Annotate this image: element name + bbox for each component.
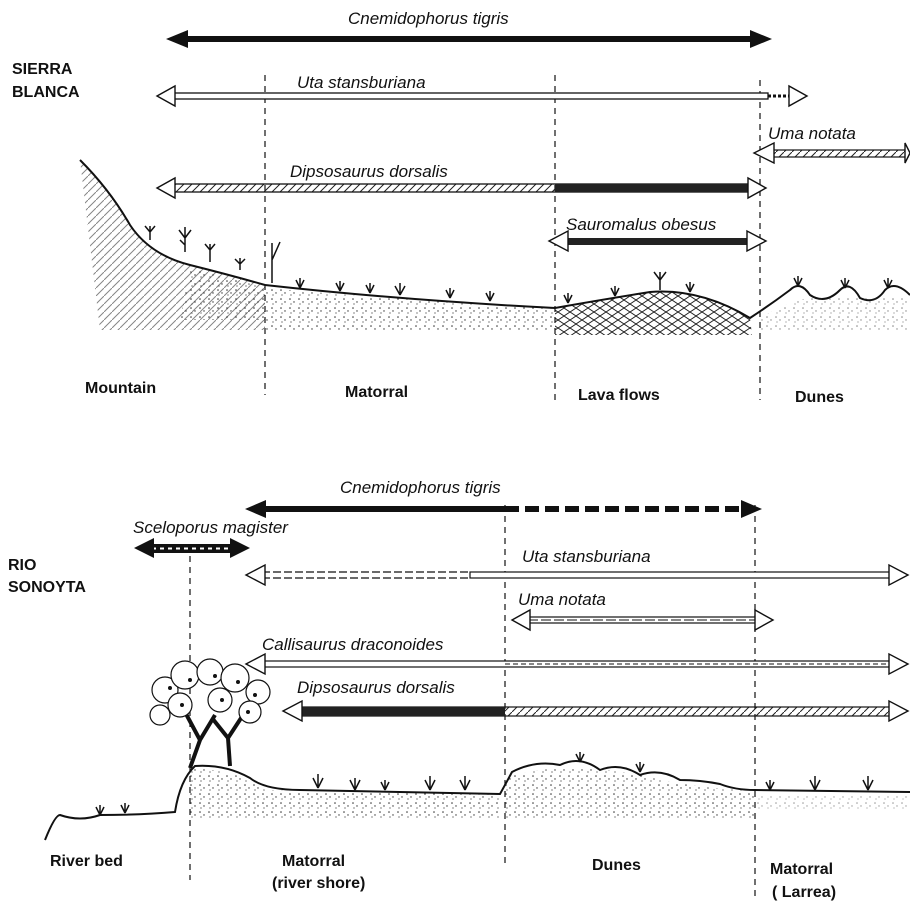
species-label: Sceloporus magister <box>133 518 289 537</box>
range-bar-uta-stansburiana <box>157 86 807 106</box>
species-label: Uta stansburiana <box>297 73 426 92</box>
range-bar-cnemidophorus-tigris <box>245 500 762 518</box>
habitat-label: Matorral <box>345 384 408 401</box>
range-bar-sauromalus-obesus <box>549 231 766 251</box>
species-label: Dipsosaurus dorsalis <box>297 678 455 697</box>
species-label: Cnemidophorus tigris <box>340 478 501 497</box>
habitat-label: Dunes <box>795 389 844 406</box>
habitat-label: ( Larrea) <box>772 884 836 901</box>
habitat-label: River bed <box>50 853 123 870</box>
habitat-label: Matorral <box>770 861 833 878</box>
tree-icon <box>150 659 270 768</box>
range-bar-dipsosaurus-dorsalis <box>283 701 908 721</box>
species-label: Uma notata <box>768 124 856 143</box>
range-bar-uma-notata <box>754 143 910 163</box>
species-label: Uta stansburiana <box>522 547 651 566</box>
rio-sonoyta-panel: RIO SONOYTA Cnemidophorus tigris Scelopo… <box>8 478 910 901</box>
species-label: Sauromalus obesus <box>566 215 717 234</box>
habitat-label: Matorral <box>282 853 345 870</box>
sierra-blanca-panel: SIERRA BLANCA Cnemidophorus tigris Uta s… <box>12 9 910 406</box>
habitat-dividers <box>265 75 760 400</box>
range-bar-uma-notata <box>512 610 773 630</box>
range-bar-sceloporus-magister <box>134 538 250 558</box>
site-label-line2: BLANCA <box>12 84 80 101</box>
species-label: Dipsosaurus dorsalis <box>290 162 448 181</box>
habitat-label: Dunes <box>592 857 641 874</box>
range-bar-callisaurus-draconoides <box>246 654 908 674</box>
habitat-label: Mountain <box>85 380 156 397</box>
species-label: Uma notata <box>518 590 606 609</box>
range-bar-cnemidophorus-tigris <box>166 30 772 48</box>
site-label-line1: SIERRA <box>12 61 73 78</box>
range-bar-uta-stansburiana <box>246 565 908 585</box>
site-label-line1: RIO <box>8 557 36 574</box>
site-label-line2: SONOYTA <box>8 579 86 596</box>
habitat-dividers <box>190 505 755 900</box>
species-label: Cnemidophorus tigris <box>348 9 509 28</box>
terrain-profile-rio-sonoyta <box>45 659 910 840</box>
habitat-label: Lava flows <box>578 387 660 404</box>
species-label: Callisaurus draconoides <box>262 635 444 654</box>
habitat-label: (river shore) <box>272 875 365 892</box>
range-bar-dipsosaurus-dorsalis <box>157 178 766 198</box>
